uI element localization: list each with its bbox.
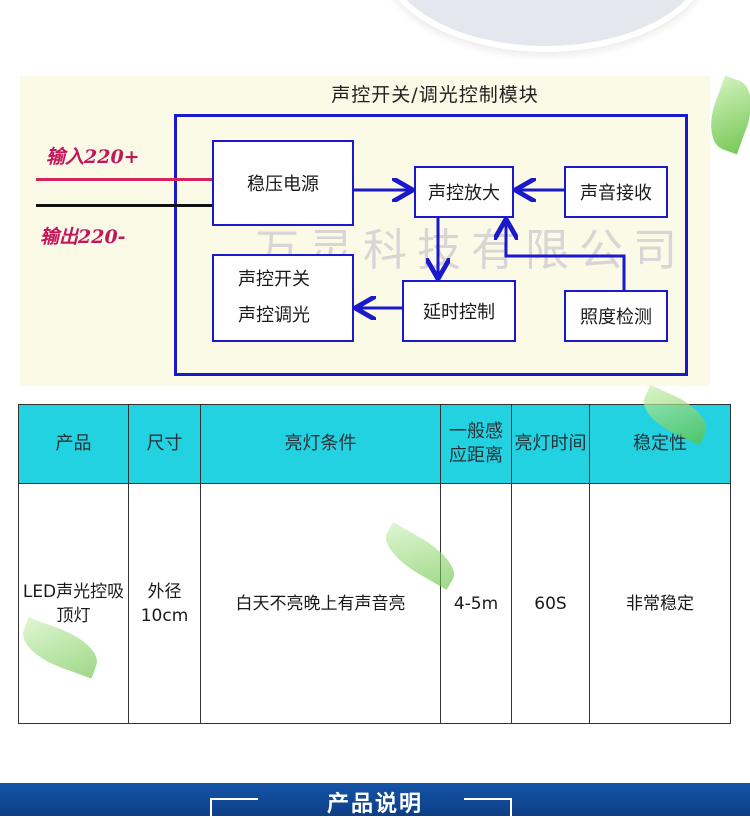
banner-bracket-left (210, 798, 258, 816)
delay-block: 延时控制 (402, 280, 516, 342)
connector-arrows (0, 0, 626, 400)
input-wire-label: 输入220+ (46, 146, 140, 168)
dimmer-label: 声控调光 (238, 305, 310, 326)
cell-size: 外径10cm (128, 483, 201, 724)
regulator-block: 稳压电源 (212, 140, 354, 226)
output-wire (36, 204, 212, 207)
cell-product: LED声光控吸顶灯 (18, 483, 129, 724)
cell-distance: 4-5m (440, 483, 512, 724)
module-boundary (174, 114, 688, 376)
header-condition: 亮灯条件 (200, 404, 441, 484)
header-time: 亮灯时间 (511, 404, 590, 484)
section-banner (0, 783, 750, 816)
cell-time: 60S (511, 483, 590, 724)
cell-condition: 白天不亮晚上有声音亮 (200, 483, 441, 724)
output-wire-label: 输出220- (40, 226, 126, 248)
amplifier-block: 声控放大 (414, 166, 514, 218)
light-to-amplifier-arrow (506, 222, 626, 290)
banner-bracket-right (464, 798, 512, 816)
spec-table: 产品 尺寸 亮灯条件 一般感应距离 亮灯时间 稳定性 LED声光控吸顶灯 外径1… (18, 404, 731, 724)
switch-block: 声控开关 声控调光 (212, 254, 354, 342)
section-title: 产品说明 (326, 792, 423, 817)
module-title: 声控开关/调光控制模块 (331, 84, 539, 106)
receiver-block: 声音接收 (564, 166, 668, 218)
cell-stability: 非常稳定 (589, 483, 731, 724)
light-sensor-block: 照度检测 (564, 290, 668, 342)
input-wire (36, 178, 212, 181)
switch-label: 声控开关 (238, 269, 310, 290)
header-size: 尺寸 (128, 404, 201, 484)
header-product: 产品 (18, 404, 129, 484)
table-row: LED声光控吸顶灯 外径10cm 白天不亮晚上有声音亮 4-5m 60S 非常稳… (18, 483, 731, 724)
header-distance: 一般感应距离 (440, 404, 512, 484)
table-header-row: 产品 尺寸 亮灯条件 一般感应距离 亮灯时间 稳定性 (18, 404, 731, 484)
